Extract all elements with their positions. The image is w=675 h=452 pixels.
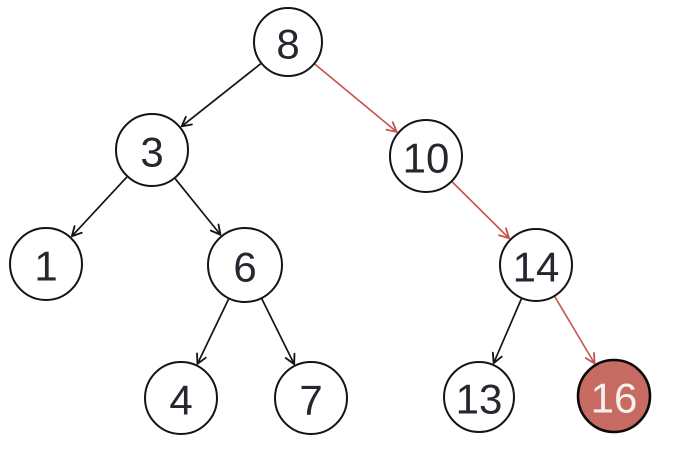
- tree-node-label-3: 3: [140, 129, 163, 176]
- tree-edge-3-6: [174, 178, 222, 236]
- tree-node-label-13: 13: [456, 376, 503, 423]
- tree-node-circle-10: [389, 119, 463, 193]
- tree-node-circle-4: [144, 361, 218, 435]
- tree-node-3: 3: [115, 113, 189, 187]
- tree-node-circle-7: [274, 361, 348, 435]
- tree-node-13: 13: [443, 361, 515, 433]
- tree-node-label-10: 10: [403, 135, 450, 182]
- tree-node-10: 10: [389, 119, 463, 193]
- tree-node-6: 6: [207, 227, 283, 303]
- tree-node-16-highlighted: 16: [576, 358, 652, 434]
- tree-edge-14-16-path: [554, 296, 596, 365]
- tree-node-4: 4: [144, 361, 218, 435]
- tree-edge-14-13: [491, 298, 523, 365]
- tree-node-label-1: 1: [34, 243, 57, 290]
- tree-node-circle-1: [9, 227, 83, 301]
- tree-edge-6-4: [196, 298, 230, 365]
- tree-edge-6-7: [261, 298, 296, 365]
- tree-edge-8-3: [180, 63, 262, 128]
- tree-node-circle-13: [443, 361, 515, 433]
- tree-node-circle-14: [499, 228, 573, 302]
- tree-node-circle-8: [253, 7, 323, 77]
- tree-node-label-7: 7: [299, 377, 322, 424]
- tree-node-label-16: 16: [591, 375, 638, 422]
- tree-edge-8-10-path: [314, 63, 398, 133]
- tree-node-circle-16: [576, 358, 652, 434]
- tree-node-1: 1: [9, 227, 83, 301]
- tree-node-14: 14: [499, 228, 573, 302]
- tree-edge-10-14-path: [451, 181, 510, 240]
- tree-node-7: 7: [274, 361, 348, 435]
- tree-node-circle-6: [207, 227, 283, 303]
- tree-node-label-6: 6: [233, 244, 256, 291]
- tree-node-circle-3: [115, 113, 189, 187]
- tree-node-label-4: 4: [169, 377, 192, 424]
- tree-node-label-8: 8: [276, 21, 299, 68]
- tree-edge-3-1: [70, 176, 128, 238]
- tree-node-8: 8: [253, 7, 323, 77]
- tree-node-label-14: 14: [513, 244, 560, 291]
